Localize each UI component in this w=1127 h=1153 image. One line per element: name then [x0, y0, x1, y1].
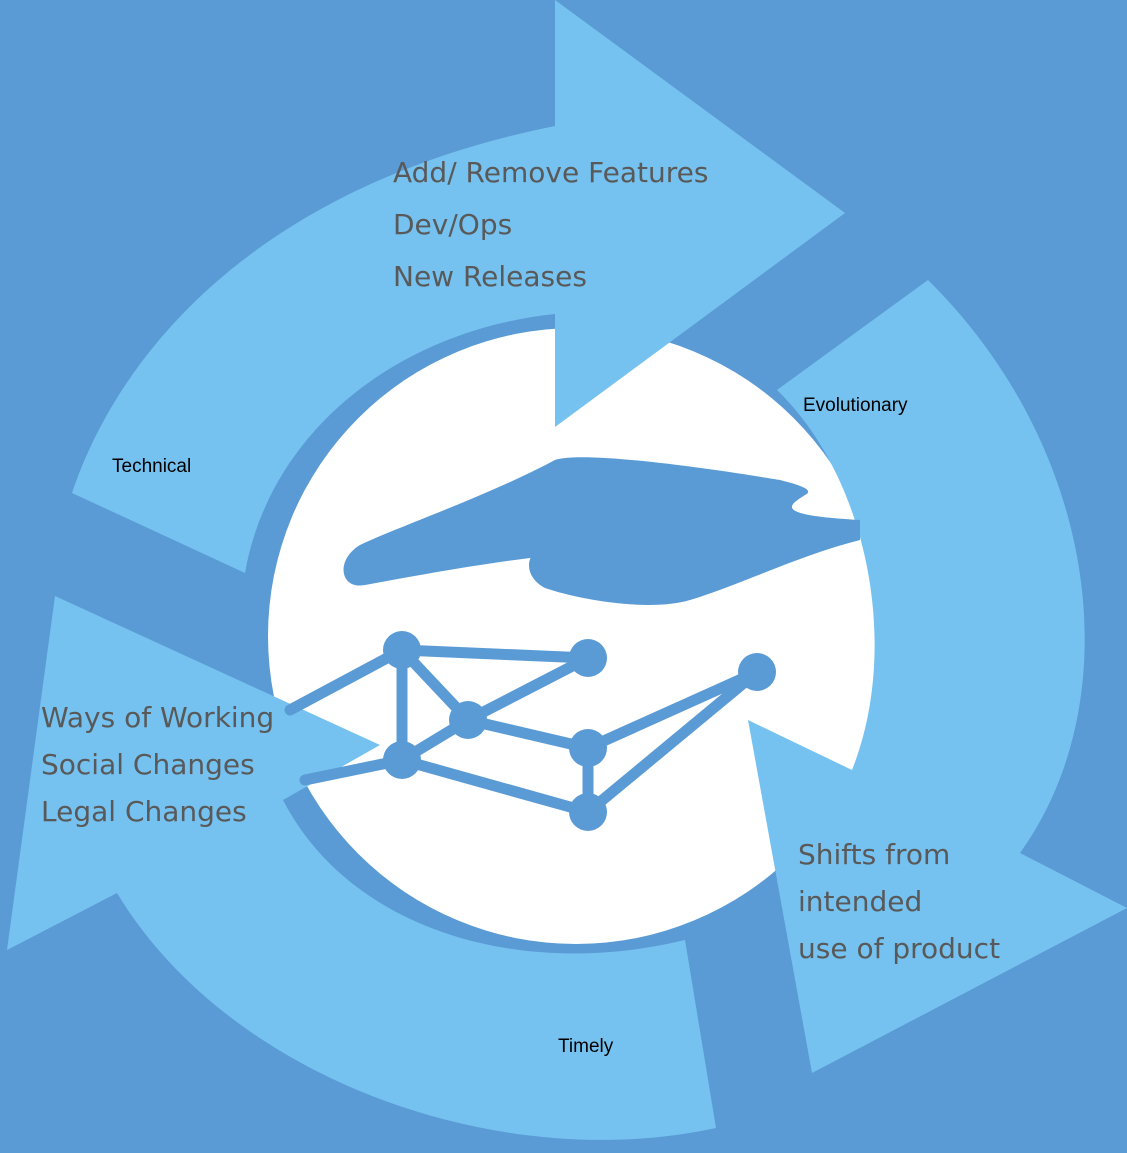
technical-line-1: Add/ Remove Features [393, 156, 708, 189]
evolutionary-label: Evolutionary [803, 395, 908, 416]
hand-shape [343, 457, 860, 605]
arrow-timely [7, 596, 716, 1140]
timely-line-3: Legal Changes [41, 795, 247, 828]
evolutionary-line-2: intended [798, 885, 922, 918]
evolutionary-line-1: Shifts from [798, 838, 950, 871]
timely-line-1: Ways of Working [41, 701, 274, 734]
technical-line-2: Dev/Ops [393, 208, 512, 241]
technical-label: Technical [112, 456, 191, 477]
timely-label: Timely [558, 1036, 614, 1057]
handshake-network-icon [284, 457, 860, 831]
technical-line-3: New Releases [393, 260, 587, 293]
timely-line-2: Social Changes [41, 748, 255, 781]
evolutionary-line-3: use of product [798, 932, 1000, 965]
arrow-evolutionary [748, 280, 1127, 1073]
arrow-technical [72, 0, 845, 573]
network-nodes [383, 631, 776, 831]
